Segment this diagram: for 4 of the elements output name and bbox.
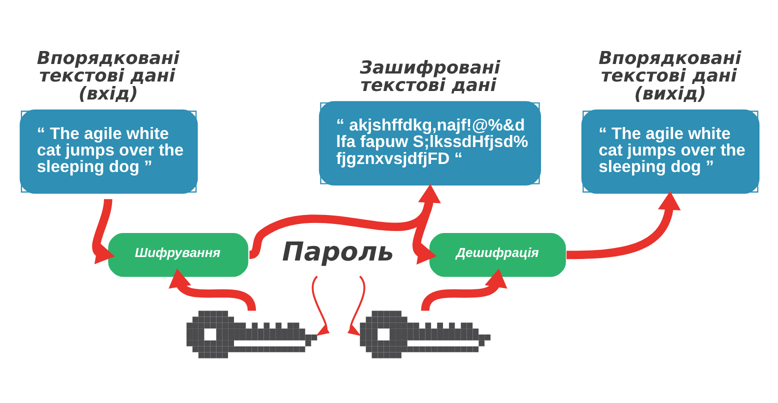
node-label: Зашифровані текстові дані [360,57,500,96]
node-label: Впорядковані текстові дані (вихід) [598,48,742,104]
node-label: Впорядковані текстові дані (вхід) [36,48,180,104]
node-text: Пароль [282,237,394,268]
